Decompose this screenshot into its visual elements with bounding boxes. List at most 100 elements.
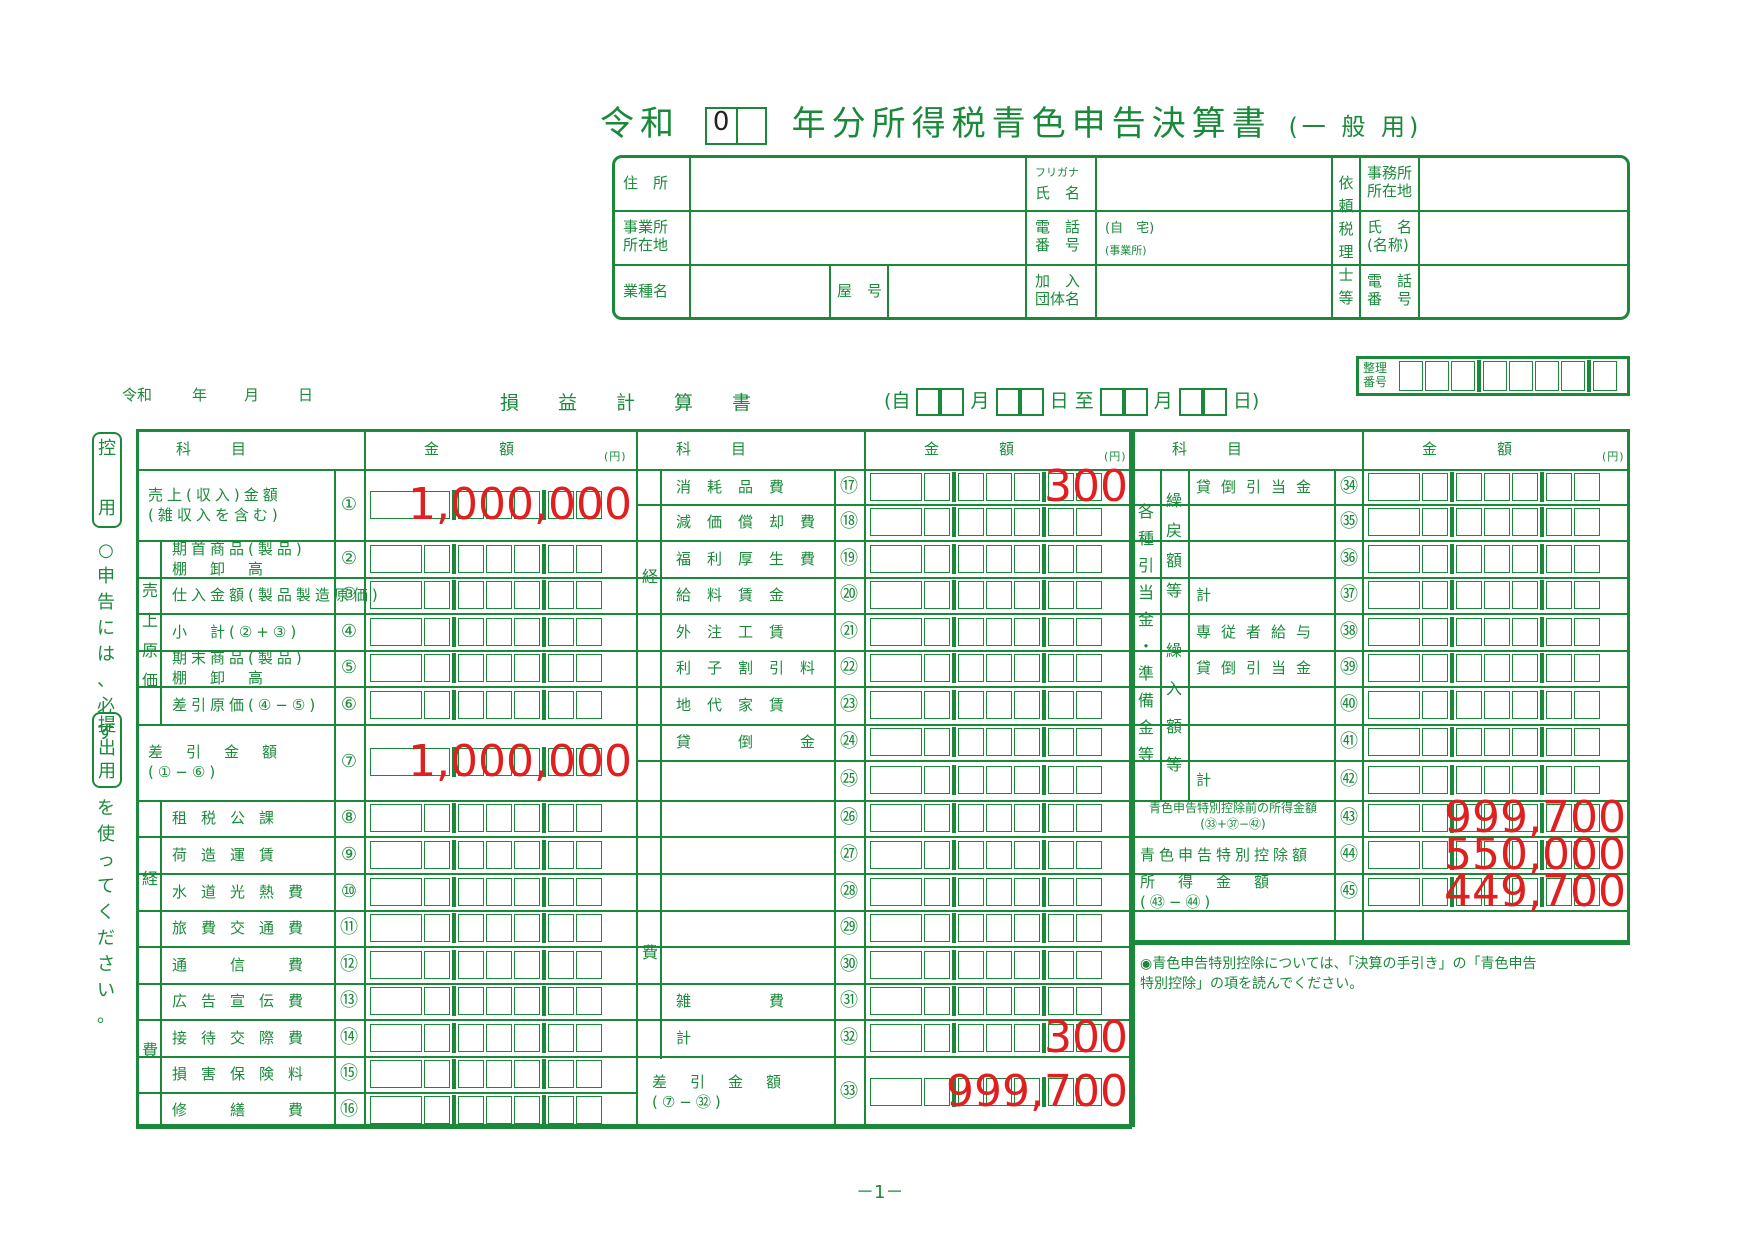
mid-row-amount[interactable] <box>870 580 1104 610</box>
mid-row-number: ㉓ <box>840 694 858 715</box>
rule <box>136 650 636 652</box>
rule <box>1362 429 1364 469</box>
mid-row-amount[interactable] <box>870 653 1104 683</box>
left-row-amount[interactable] <box>370 839 604 870</box>
left-row-amount[interactable] <box>370 616 604 647</box>
period-day-1: 日 <box>1049 390 1069 412</box>
left-row-amount[interactable] <box>370 1059 604 1089</box>
trade-name-field[interactable] <box>891 268 1023 316</box>
right-row-number: ㊵ <box>1340 694 1358 715</box>
left-row-amount[interactable] <box>370 653 604 683</box>
left-row-amount[interactable] <box>370 690 604 720</box>
taxpayer-header: 住 所 フリガナ 氏 名 事業所 所在地 電 話 番 号 (自 宅) (事業所)… <box>612 155 1630 320</box>
mid-row-amount[interactable] <box>870 1076 1104 1107</box>
right-row-number: ㊶ <box>1340 731 1358 752</box>
mid-row-amount[interactable] <box>870 727 1104 757</box>
business-type-field[interactable] <box>693 268 827 316</box>
mid-row-amount[interactable] <box>870 1022 1104 1053</box>
phone-home-label: (自 宅) <box>1105 221 1155 236</box>
from-day-box2[interactable] <box>1019 387 1044 416</box>
left-row-amount[interactable] <box>370 489 604 520</box>
association-field[interactable] <box>1099 268 1329 316</box>
mid-row-amount[interactable] <box>870 471 1104 502</box>
period-from: (自 <box>884 390 911 412</box>
mid-row-amount[interactable] <box>870 839 1104 870</box>
office-location-field[interactable] <box>693 214 1023 262</box>
right-row-label: 計 <box>1196 771 1222 789</box>
mid-row-amount[interactable] <box>870 690 1104 720</box>
title-era: 令和 <box>600 104 680 144</box>
ta-phone-field[interactable] <box>1423 268 1627 316</box>
right-row-amount[interactable] <box>1368 727 1602 757</box>
left-row-amount[interactable] <box>370 1094 604 1125</box>
right-row-amount[interactable] <box>1368 803 1602 833</box>
mid-row-amount[interactable] <box>870 986 1104 1016</box>
ta-office-field[interactable] <box>1423 160 1627 208</box>
right-row-amount[interactable] <box>1368 543 1602 574</box>
mid-row-amount[interactable] <box>870 616 1104 647</box>
rule <box>136 1019 636 1021</box>
left-row-label: 通 信 費 <box>172 955 318 974</box>
copy-label-1: 控 <box>98 438 116 459</box>
right-row-label: 青色申告特別控除額 <box>1140 845 1312 864</box>
rule <box>1132 760 1630 762</box>
left-row-amount[interactable] <box>370 913 604 943</box>
rule <box>1132 724 1630 726</box>
address-label: 住 所 <box>623 174 669 192</box>
ta-office-label: 事務所 所在地 <box>1367 164 1413 200</box>
right-row-amount[interactable] <box>1368 690 1602 720</box>
left-row-number: ⑩ <box>340 880 358 902</box>
left-row-amount[interactable] <box>370 580 604 610</box>
year-input[interactable]: 0 <box>704 106 767 145</box>
mid-row-label: 給料賃金 <box>676 586 801 604</box>
mid-row-amount[interactable] <box>870 765 1104 795</box>
right-row-amount[interactable] <box>1368 471 1602 502</box>
from-month-box2[interactable] <box>940 387 965 416</box>
to-day-box2[interactable] <box>1202 387 1227 416</box>
left-row-amount[interactable] <box>370 986 604 1016</box>
right-row-amount[interactable] <box>1368 653 1602 683</box>
left-row-amount[interactable] <box>370 949 604 980</box>
rule <box>636 1019 1132 1021</box>
amount-header: 金額 <box>924 440 1075 458</box>
rule <box>364 469 366 1127</box>
mid-row-number: ㉛ <box>840 990 858 1011</box>
mid-row-amount[interactable] <box>870 949 1104 980</box>
right-row-amount[interactable] <box>1368 839 1602 870</box>
mid-row-amount[interactable] <box>870 876 1104 907</box>
mid-row-number: ⑱ <box>840 511 858 532</box>
left-row-amount[interactable] <box>370 803 604 833</box>
to-day-box[interactable] <box>1178 387 1203 416</box>
left-row-amount[interactable] <box>370 543 604 574</box>
to-month-box[interactable] <box>1099 387 1124 416</box>
right-row-amount[interactable] <box>1368 616 1602 647</box>
phone-field[interactable] <box>1175 214 1325 262</box>
mid-row-amount[interactable] <box>870 543 1104 574</box>
right-row-amount[interactable] <box>1368 765 1602 795</box>
association-label: 加 入 団体名 <box>1035 272 1081 308</box>
reference-number-boxes[interactable] <box>1399 360 1619 392</box>
mid-row-amount[interactable] <box>870 913 1104 943</box>
left-row-value: 1,000,000 <box>408 736 632 787</box>
right-row-amount[interactable] <box>1368 580 1602 610</box>
rule <box>636 836 1132 838</box>
right-row-number: ㊹ <box>1340 843 1358 865</box>
from-month-box[interactable] <box>916 387 941 416</box>
mid-row-label: 減価償却費 <box>676 513 832 531</box>
from-day-box[interactable] <box>995 387 1020 416</box>
address-field[interactable] <box>693 160 1023 208</box>
name-field[interactable] <box>1099 160 1329 208</box>
left-row-amount[interactable] <box>370 1022 604 1053</box>
left-row-amount[interactable] <box>370 876 604 907</box>
to-month-box2[interactable] <box>1123 387 1148 416</box>
mid-row-amount[interactable] <box>870 803 1104 833</box>
left-row-amount[interactable] <box>370 747 604 777</box>
mid-row-amount[interactable] <box>870 507 1104 537</box>
copy-tag: 控用 <box>92 432 122 528</box>
right-row-number: ㊷ <box>1340 769 1358 790</box>
right-row-label: 貸倒引当金 <box>1196 659 1322 677</box>
ta-name-field[interactable] <box>1423 214 1627 262</box>
form-title: 令和 0 年分所得税青色申告決算書 (一 般 用) <box>600 96 1422 145</box>
right-row-amount[interactable] <box>1368 876 1602 907</box>
right-row-amount[interactable] <box>1368 507 1602 537</box>
